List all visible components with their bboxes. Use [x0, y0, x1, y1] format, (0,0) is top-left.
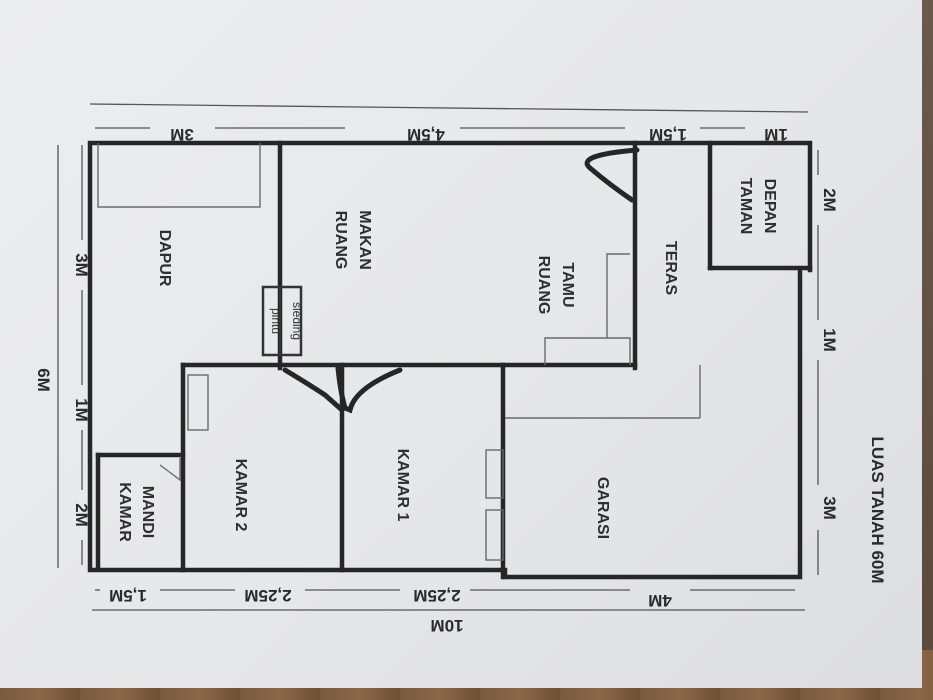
dim-bottom-garasi: 4M: [648, 591, 672, 610]
kamar1-cabinet-b: [485, 509, 504, 561]
sofa: [544, 337, 631, 365]
room-label-garasi: GARASI: [594, 477, 611, 539]
room-label-kamar-mandi-2: MANDI: [139, 486, 156, 538]
kitchen-counter: [97, 143, 261, 208]
outer-wall: [87, 140, 813, 580]
dim-total-width: 6M: [34, 368, 53, 392]
kamar1-door: [335, 365, 403, 414]
dim-right-taman: 2M: [820, 188, 839, 212]
room-label-ruang-makan-1: RUANG: [332, 211, 349, 270]
dim-total-length: 10M: [430, 616, 463, 635]
bathroom-door-swing: [159, 458, 181, 482]
dim-top-taman: 1M: [764, 125, 788, 144]
dim-top-dapur: 3M: [170, 125, 194, 144]
room-label-kamar-mandi-1: KAMAR: [116, 482, 133, 542]
dim-top-makan: 4,5M: [407, 125, 445, 144]
paper-sheet: [0, 0, 922, 688]
dim-left-gap: 1M: [72, 398, 91, 422]
entrance-door: [584, 147, 640, 203]
room-label-dapur: DAPUR: [156, 230, 173, 287]
sliding-door-label-2: sleding: [290, 302, 304, 340]
dim-left-dapur: 3M: [72, 253, 91, 277]
dim-left-mandi: 2M: [72, 503, 91, 527]
room-label-ruang-tamu-1: RUANG: [535, 256, 552, 315]
dim-bottom-mandi: 1,5M: [109, 586, 147, 605]
room-label-teras: TERAS: [662, 241, 679, 296]
dim-bottom-kamar1: 2,25M: [413, 586, 460, 605]
kamar1-cabinet-a: [485, 449, 504, 499]
dim-line-top-outer: [89, 103, 809, 113]
sofa-arm: [606, 253, 630, 338]
dim-right-teras: 1M: [820, 328, 839, 352]
kamar2-wardrobe: [187, 374, 209, 431]
room-label-ruang-tamu-2: TAMU: [559, 262, 576, 307]
room-label-ruang-makan-2: MAKAN: [356, 210, 373, 270]
dim-right-garasi: 3M: [820, 496, 839, 520]
sliding-door-box: [261, 285, 303, 357]
dim-bottom-kamar2: 2,25M: [244, 586, 291, 605]
room-label-taman-depan-1: TAMAN: [737, 178, 754, 235]
room-label-taman-depan-2: DEPAN: [761, 179, 778, 234]
dim-top-teras: 1,5M: [649, 125, 687, 144]
sliding-door-label-1: pintu: [269, 308, 283, 334]
kamar2-door: [282, 367, 345, 413]
land-area-note: LUAS TANAH 60M: [868, 436, 887, 583]
room-label-kamar-1: KAMAR 1: [394, 449, 411, 522]
room-label-kamar-2: KAMAR 2: [232, 459, 249, 532]
